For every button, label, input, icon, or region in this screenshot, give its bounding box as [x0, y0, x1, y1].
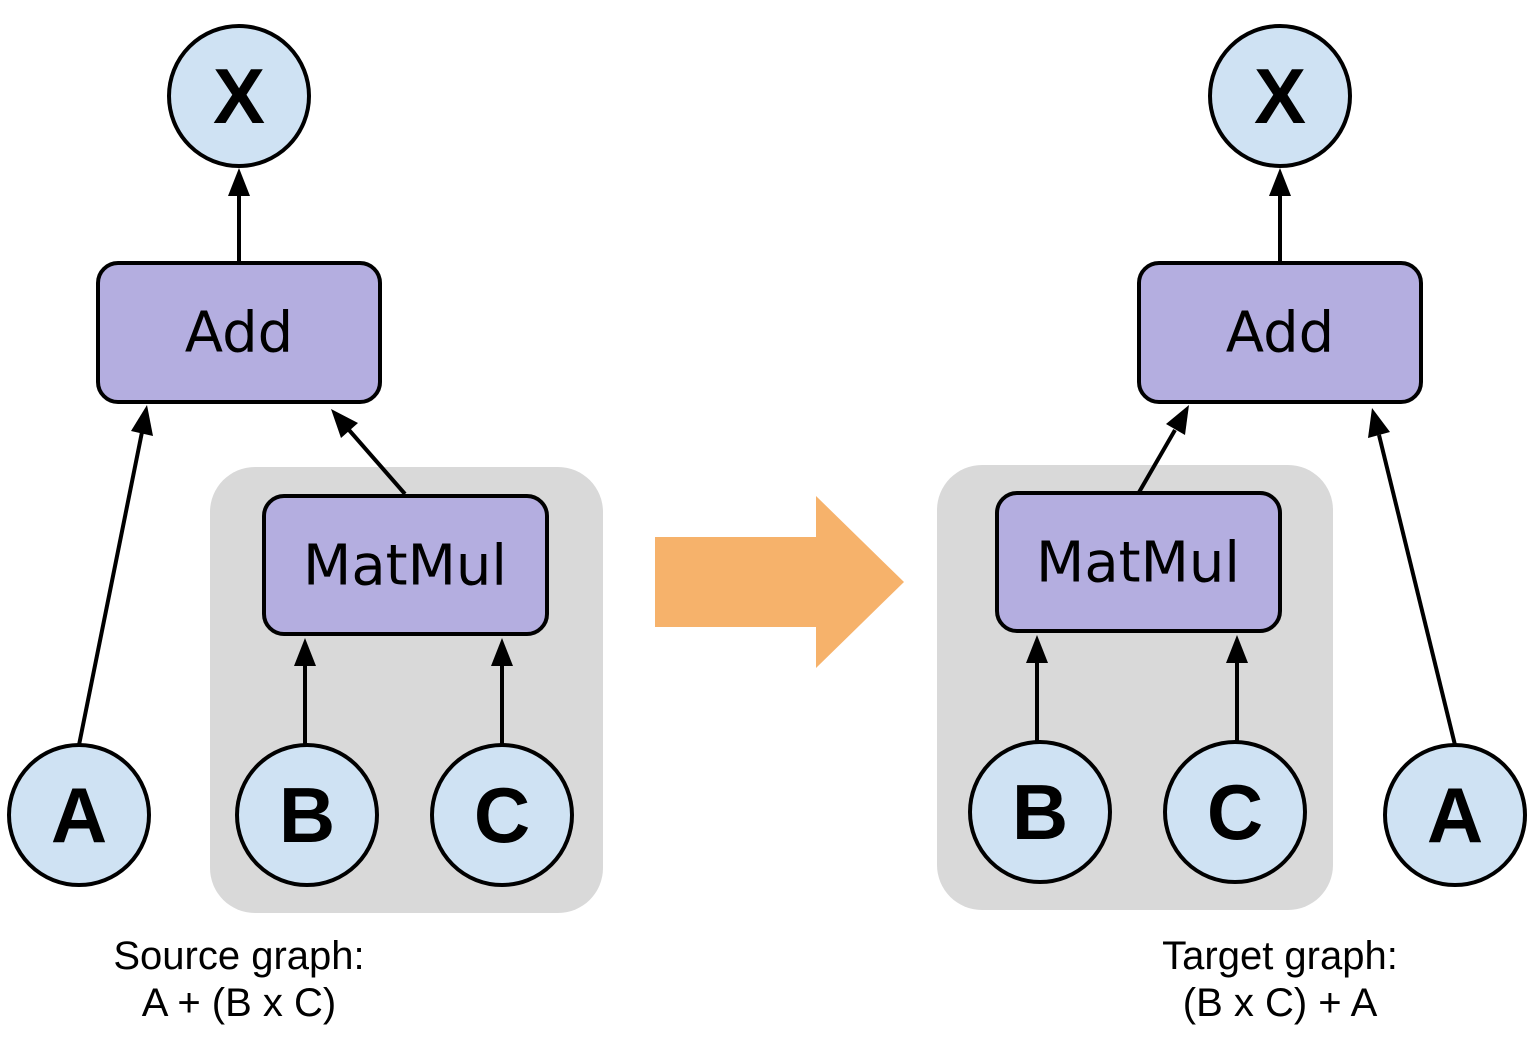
target-arrowhead-matmul-add — [1166, 405, 1189, 435]
source-add-label: Add — [185, 301, 293, 366]
target-arrowhead-b-matmul — [1026, 635, 1048, 663]
source-caption-expression: A + (B x C) — [142, 981, 337, 1025]
source-output-node-label: X — [213, 52, 265, 140]
target-graph: X Add MatMul B C A Target graph: (B x C)… — [937, 24, 1527, 1025]
target-add-label: Add — [1226, 301, 1334, 366]
source-matmul-label: MatMul — [303, 534, 507, 599]
source-input-a-label: A — [51, 771, 107, 859]
target-arrowhead-a-add — [1368, 408, 1390, 438]
target-edge-matmul-add — [1136, 428, 1177, 496]
source-input-b-label: B — [279, 771, 335, 859]
target-input-a-label: A — [1427, 771, 1483, 859]
source-input-node-b — [235, 743, 379, 887]
target-arrowhead-c-matmul — [1226, 635, 1248, 663]
target-caption-expression: (B x C) + A — [1183, 981, 1378, 1025]
source-caption-title: Source graph: — [113, 934, 364, 978]
target-input-b-label: B — [1012, 768, 1068, 856]
target-matmul-op — [995, 491, 1282, 633]
source-graph: X Add MatMul A B C Source graph: A + (B … — [7, 24, 603, 1025]
source-output-node-x — [167, 24, 311, 168]
source-input-c-label: C — [474, 771, 530, 859]
target-matmul-label: MatMul — [1036, 531, 1240, 596]
target-input-node-b — [968, 740, 1112, 884]
source-matmul-op — [262, 494, 549, 636]
source-edge-matmul-add — [347, 428, 407, 496]
target-edge-a-add — [1377, 434, 1457, 746]
target-input-node-c — [1163, 740, 1307, 884]
target-output-node-x — [1208, 24, 1352, 168]
source-arrowhead-a-add — [131, 405, 153, 436]
target-add-op — [1137, 261, 1423, 404]
target-caption-title: Target graph: — [1162, 934, 1398, 978]
source-arrowhead-c-matmul — [491, 638, 513, 666]
source-input-node-a — [7, 743, 151, 887]
source-edge-a-add — [77, 431, 144, 746]
target-input-node-a — [1383, 743, 1527, 887]
transform-arrow — [655, 496, 904, 668]
source-arrowhead-matmul-add — [331, 409, 358, 438]
target-arrowhead-add-x — [1269, 168, 1291, 196]
source-arrowhead-add-x — [228, 168, 250, 196]
target-input-c-label: C — [1207, 768, 1263, 856]
target-output-node-label: X — [1254, 52, 1306, 140]
source-add-op — [96, 261, 382, 404]
source-input-node-c — [430, 743, 574, 887]
source-arrowhead-b-matmul — [294, 638, 316, 666]
